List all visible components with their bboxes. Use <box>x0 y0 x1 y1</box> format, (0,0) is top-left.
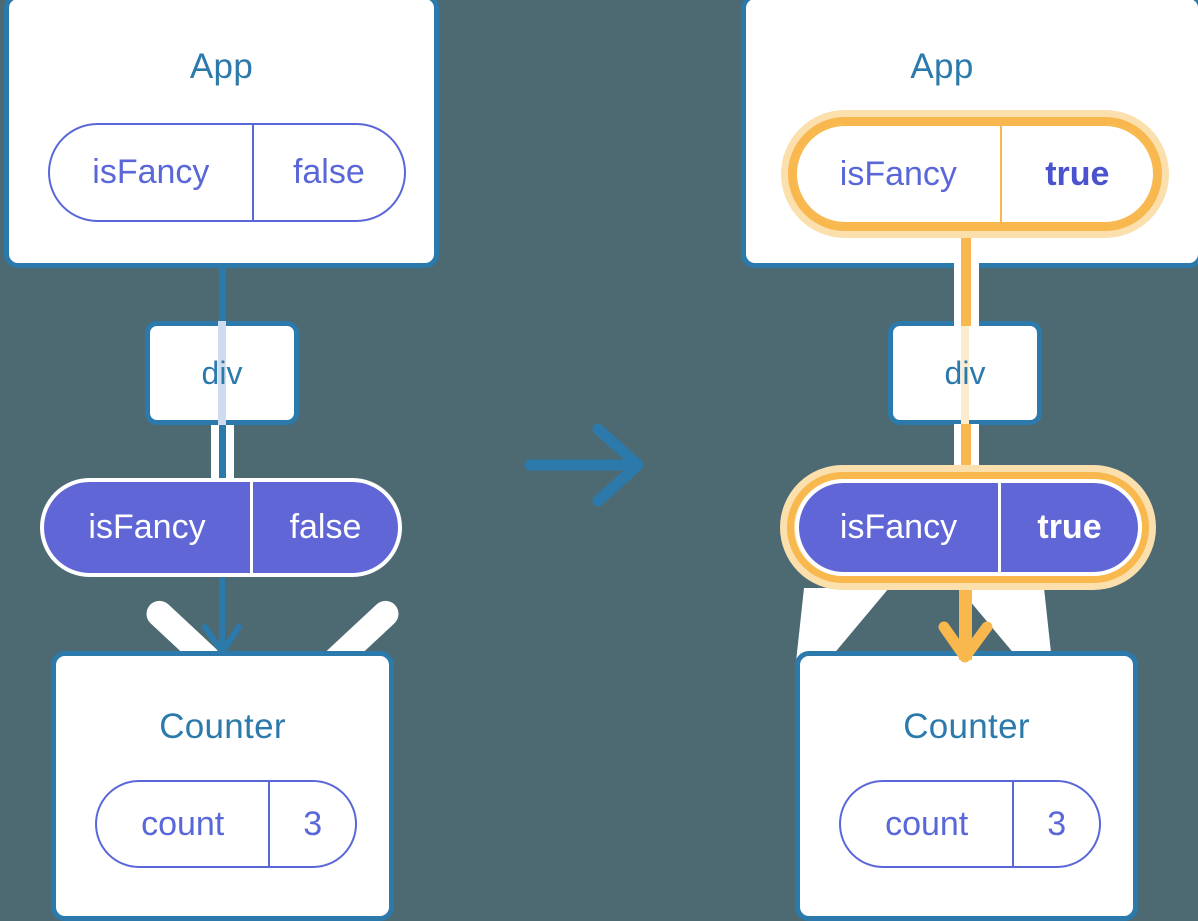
arrowhead-counter-before <box>202 624 242 655</box>
wire-props-to-counter-before <box>219 570 225 650</box>
props-pill-before: isFancy false <box>40 478 402 577</box>
counter-state-pill-before: count 3 <box>95 780 357 868</box>
app-state-pill-value-before: false <box>251 125 404 220</box>
wire-app-to-div-before <box>219 262 226 324</box>
wire-div-to-props-before <box>219 424 226 486</box>
app-state-pill-key-after: isFancy <box>839 154 957 193</box>
after-panel: App isFancy true div isFancy true <box>599 0 1198 921</box>
props-to-counter-fan-after <box>796 588 1052 662</box>
app-title-before: App <box>189 47 254 86</box>
props-pill-value-after: true <box>998 483 1138 572</box>
counter-state-pill-after: count 3 <box>839 780 1101 868</box>
before-panel: App isFancy false div isFancy false <box>4 0 439 921</box>
counter-title-after: Counter <box>903 707 1030 746</box>
counter-component-box-before: Counter count 3 <box>51 651 394 921</box>
chevron-wing-right-after <box>959 588 1052 662</box>
app-state-pill-after: isFancy true <box>795 124 1155 224</box>
transition-arrow-icon <box>524 423 644 507</box>
props-pill-after: isFancy true <box>795 479 1142 576</box>
div-node-label-before: div <box>201 354 243 391</box>
props-pill-key-before: isFancy <box>88 508 206 546</box>
props-pill-value-before: false <box>250 482 398 573</box>
app-state-pill-before: isFancy false <box>48 123 406 222</box>
counter-title-before: Counter <box>159 707 286 746</box>
app-title-after: App <box>910 47 974 86</box>
counter-state-pill-value-after: 3 <box>1012 782 1099 866</box>
div-inner-wire-before <box>218 321 226 425</box>
app-state-pill-value-after: true <box>999 126 1153 222</box>
wire-app-to-div-after <box>961 218 971 326</box>
counter-state-pill-value-before: 3 <box>268 782 355 866</box>
counter-state-pill-key-before: count <box>141 804 225 843</box>
app-component-box-before: App isFancy false <box>4 0 439 268</box>
counter-component-box-after: Counter count 3 <box>795 651 1138 921</box>
app-state-pill-key-before: isFancy <box>92 153 210 191</box>
div-node-before: div <box>145 321 299 425</box>
chevron-wing-left-after <box>796 588 889 662</box>
arrowhead-counter-after-svg <box>938 621 993 663</box>
div-node-label-after: div <box>944 354 986 391</box>
wire-div-to-props-after <box>961 424 971 486</box>
props-pill-key-after: isFancy <box>839 508 958 546</box>
counter-state-pill-key-after: count <box>885 804 969 843</box>
transition-arrow-path <box>524 423 644 507</box>
wire-props-to-counter-after <box>959 570 972 660</box>
arrowhead-counter-after <box>938 621 993 663</box>
div-inner-wire-after <box>961 321 969 425</box>
